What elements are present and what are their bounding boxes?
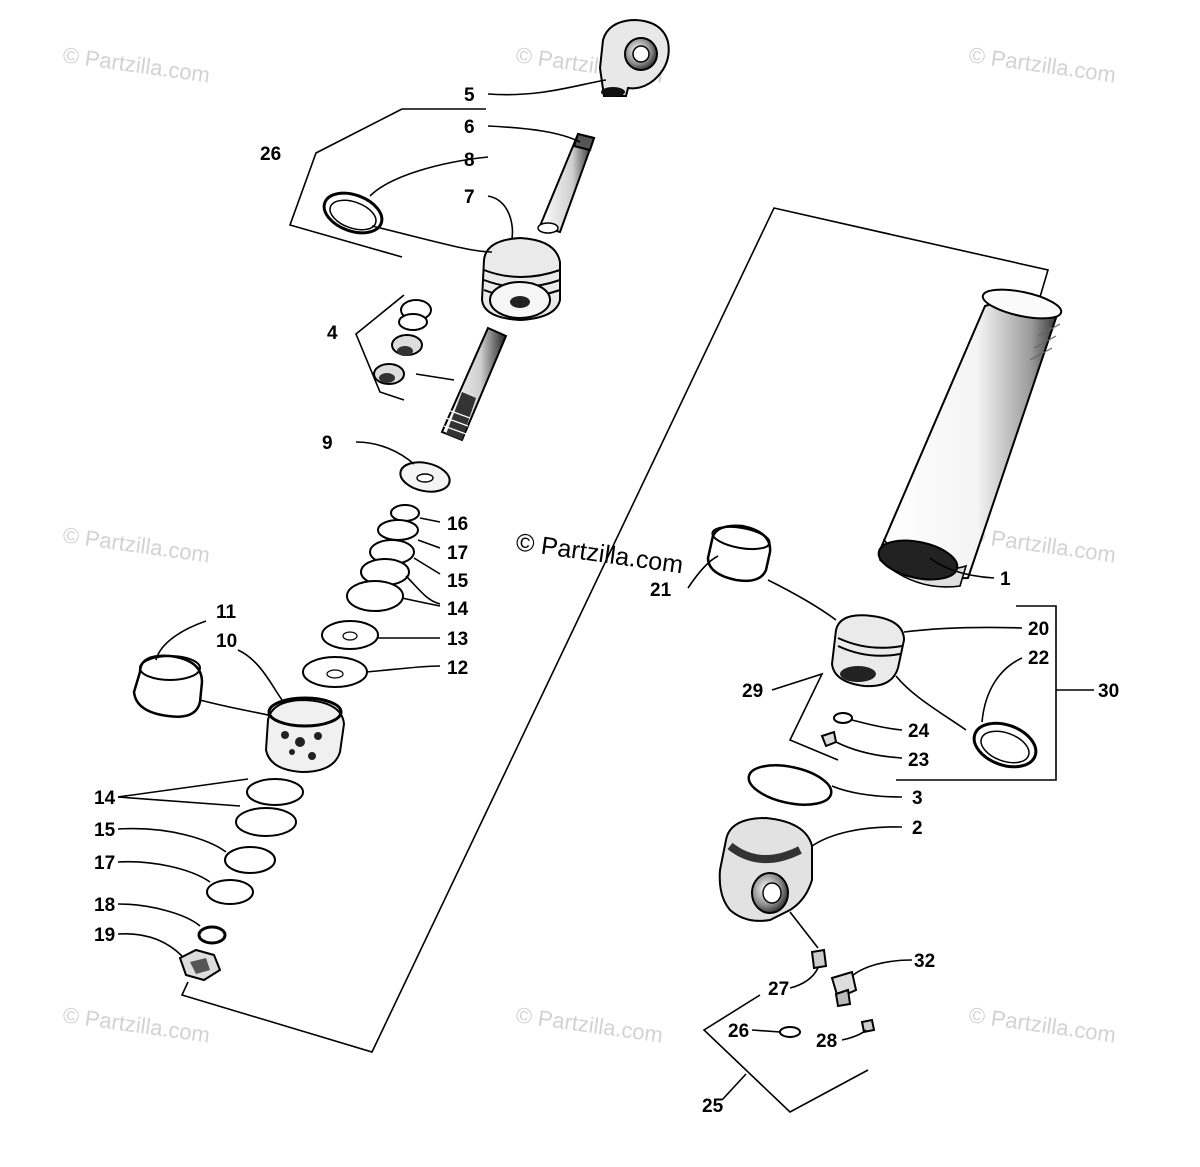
part-23-screw (820, 730, 838, 748)
part-piston-rod-lower (440, 326, 508, 442)
part-19-hex-nut (178, 948, 222, 982)
callout-32: 32 (914, 951, 935, 972)
callout-26: 26 (728, 1021, 749, 1042)
callout-30: 29 (742, 681, 763, 702)
callout-13: 13 (447, 629, 468, 650)
callout-18: 18 (94, 895, 115, 916)
callout-19: 19 (94, 925, 115, 946)
part-22-seal-ring (972, 721, 1038, 769)
leader-lines (117, 79, 1094, 1113)
valve-stack-lower (197, 778, 304, 945)
part-8-seal-ring (322, 191, 384, 235)
callout-12: 12 (447, 658, 468, 679)
callout-9: 9 (322, 433, 333, 454)
watermark-text: © Partzilla.com (514, 1002, 664, 1047)
valve-stack-upper (302, 504, 420, 688)
part-24-washer (833, 712, 853, 724)
callout-11: 11 (216, 602, 237, 623)
callout-24: 24 (908, 721, 930, 742)
part-7-rod-guide (480, 236, 561, 322)
callout-25: 25 (702, 1096, 724, 1117)
watermark-text: © Partzilla.com (967, 1002, 1117, 1047)
callout-17a: 17 (447, 543, 468, 564)
callout-29: 26 (260, 144, 281, 165)
callout-2: 2 (912, 818, 923, 839)
watermark-text: © Partzilla.com (61, 522, 211, 567)
callout-23: 23 (908, 750, 929, 771)
part-32-valve-fitting (830, 970, 858, 1008)
part-4-bushings (373, 299, 432, 385)
part-27-plug (810, 948, 828, 970)
callout-10: 10 (216, 631, 237, 652)
callout-27: 27 (768, 979, 789, 1000)
callout-28: 28 (816, 1031, 837, 1052)
callout-8: 8 (464, 150, 475, 171)
part-20-end-cap (830, 614, 906, 688)
watermark-text: © Partzilla.com (61, 42, 211, 87)
part-26-clip (779, 1026, 801, 1038)
callout-20: 20 (1028, 619, 1049, 640)
watermark-text: © Partzilla.com (61, 1002, 211, 1047)
callout-16: 16 (447, 514, 468, 535)
callout-5: 5 (464, 85, 475, 106)
callout-14b: 14 (94, 788, 116, 809)
assembly-frame (180, 207, 1050, 1053)
center-watermark-text: © Partzilla.com (514, 528, 685, 579)
callout-7: 7 (464, 187, 475, 208)
part-1-cylinder-body (877, 288, 1063, 588)
part-2-bottom-eye-mount (718, 816, 813, 922)
callout-17b: 17 (94, 853, 115, 874)
callout-1: 1 (1000, 569, 1011, 590)
callout-6: 6 (464, 117, 475, 138)
callout-21: 21 (650, 580, 672, 601)
watermark-text: © Partzilla.com (967, 42, 1117, 87)
part-5-eye-end (598, 18, 670, 97)
callout-22: 22 (1028, 648, 1049, 669)
callout-15b: 15 (94, 820, 116, 841)
callout-3: 3 (912, 788, 923, 809)
part-11-piston-ring (132, 654, 204, 718)
part-10-piston (264, 696, 346, 774)
part-3-o-ring (747, 764, 833, 806)
part-9-washer (399, 461, 451, 493)
callout-31: 30 (1098, 681, 1119, 702)
callout-labels: 5 6 8 7 26 4 9 16 17 15 14 13 12 11 10 1… (94, 85, 1119, 1117)
part-28-screw (860, 1018, 876, 1034)
callout-15a: 15 (447, 571, 469, 592)
callout-14a: 14 (447, 599, 469, 620)
watermark-text: © Partzilla.com (967, 522, 1117, 567)
part-6-piston-rod-upper (537, 132, 596, 234)
part-21-ring (706, 524, 772, 583)
callout-4: 4 (327, 323, 338, 344)
